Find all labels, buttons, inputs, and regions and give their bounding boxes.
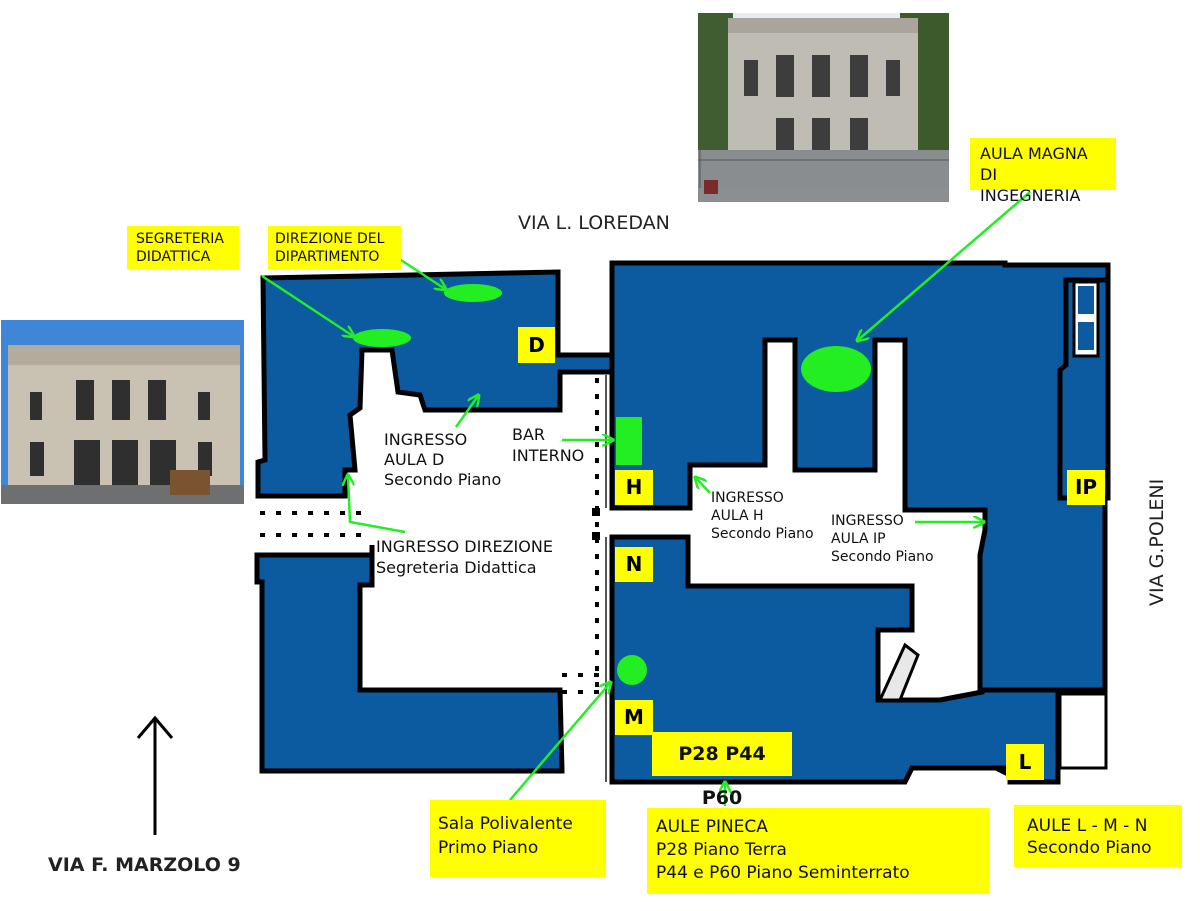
- label-aule-pineca: AULE PINECA P28 Piano Terra P44 e P60 Pi…: [647, 808, 989, 894]
- label-aula-magna: AULA MAGNA DI INGEGNERIA: [970, 138, 1116, 205]
- arrow-aula-magna: [858, 191, 1031, 340]
- note-ingresso-aula-d: INGRESSO AULA D Secondo Piano: [384, 430, 502, 489]
- arrow-aula-h: [696, 478, 711, 494]
- arrow-aula-d: [454, 396, 478, 428]
- note-ingresso-aula-ip: INGRESSO AULA IP Secondo Piano: [831, 513, 934, 565]
- street-poleni: VIA G.POLENI: [1146, 478, 1168, 606]
- marker-sala-polivalente: [617, 655, 647, 685]
- marker-aula-magna: [801, 346, 871, 392]
- photo-aula-magna-building: [698, 13, 949, 202]
- main-address: VIA F. MARZOLO 9: [48, 854, 241, 876]
- building-southwest: [254, 545, 565, 774]
- street-loredan: VIA L. LOREDAN: [518, 212, 670, 234]
- building-label-d: D: [518, 327, 555, 363]
- building-label-ip: IP: [1067, 470, 1105, 505]
- north-arrow-icon: [136, 715, 174, 835]
- marker-direzione: [444, 284, 502, 302]
- arrow-segreteria: [261, 274, 353, 336]
- label-segreteria-didattica: SEGRETERIA DIDATTICA: [127, 226, 239, 269]
- label-pineca-rooms: P28 P44 P60: [652, 732, 792, 809]
- photo-main-entrance: [1, 320, 244, 504]
- note-bar-interno: BAR INTERNO: [512, 425, 585, 465]
- marker-bar: [616, 417, 642, 465]
- building-label-m: M: [615, 700, 653, 735]
- light-court: [1058, 692, 1108, 770]
- arrow-direzione-entrance: [348, 476, 406, 534]
- arrow-sala-polivalente: [509, 683, 610, 801]
- label-aule-lmn: AULE L - M - N Secondo Piano: [1014, 805, 1182, 867]
- building-label-n: N: [615, 547, 653, 582]
- note-ingresso-direzione: INGRESSO DIREZIONE Segreteria Didattica: [376, 537, 553, 577]
- arrow-direzione: [397, 256, 445, 289]
- building-label-h: H: [615, 470, 653, 505]
- label-sala-polivalente: Sala Polivalente Primo Piano: [430, 800, 606, 877]
- label-direzione-dipartimento: DIREZIONE DEL DIPARTIMENTO: [268, 226, 401, 269]
- ramp: [877, 642, 920, 702]
- marker-segreteria: [353, 329, 411, 347]
- building-label-l: L: [1006, 744, 1044, 780]
- building-n-m: [609, 534, 1061, 785]
- note-ingresso-aula-h: INGRESSO AULA H Secondo Piano: [711, 490, 814, 542]
